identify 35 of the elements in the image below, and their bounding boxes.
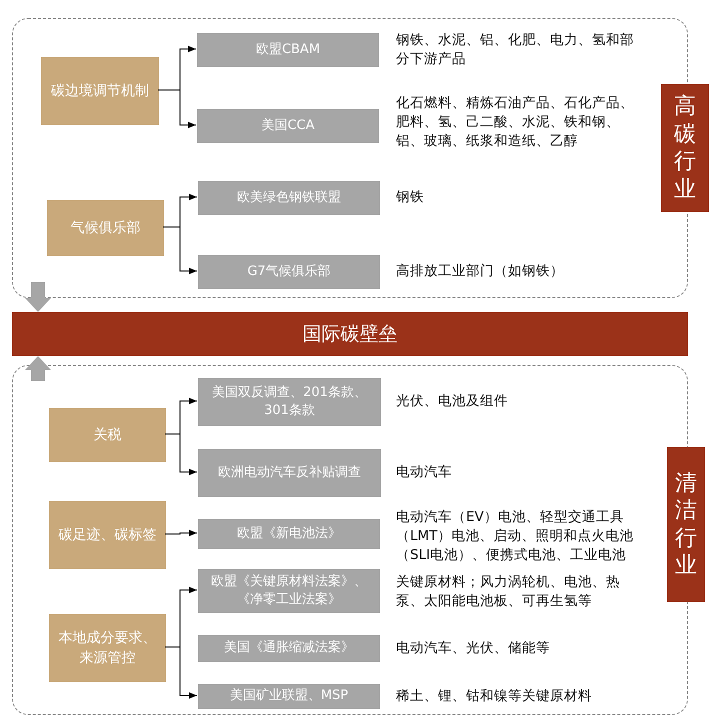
description-text: 钢铁、水泥、铝、化肥、电力、氢和部分下游产品 xyxy=(396,31,635,69)
arrow xyxy=(158,90,196,128)
title-banner: 国际碳壁垒 xyxy=(12,312,688,356)
category-box: 碳边境调节机制 xyxy=(41,57,159,125)
description-text: 电动汽车 xyxy=(396,463,453,482)
measure-box: 欧盟《新电池法》 xyxy=(198,519,380,549)
arrow xyxy=(164,434,198,476)
description-text: 稀土、锂、钴和镍等关键原材料 xyxy=(396,687,593,706)
measure-box: 美国《通胀缩减法案》 xyxy=(198,635,380,662)
measure-box: 欧盟CBAM xyxy=(197,33,379,67)
industry-label-box: 清洁行业 xyxy=(667,447,705,602)
measure-box: 欧洲电动汽车反补贴调查 xyxy=(198,449,381,497)
industry-label-box: 高碳行业 xyxy=(661,84,709,212)
category-box: 关税 xyxy=(49,408,166,462)
measure-box: 美国双反调查、201条款、301条款 xyxy=(198,378,381,426)
measure-box: 欧盟《关键原材料法案》、《净零工业法案》 xyxy=(198,569,380,613)
description-text: 光伏、电池及组件 xyxy=(396,392,509,411)
description-text: 化石燃料、精炼石油产品、石化产品、肥料、氢、己二酸、水泥、铁和钢、铝、玻璃、纸浆和造纸、乙醇 xyxy=(396,94,635,151)
block-arrow xyxy=(25,282,51,312)
measure-box: G7气候俱乐部 xyxy=(198,255,380,289)
measure-box: 美国矿业联盟、MSP xyxy=(198,684,380,709)
description-text: 钢铁 xyxy=(396,188,425,207)
category-box: 碳足迹、碳标签 xyxy=(49,501,166,569)
description-text: 电动汽车、光伏、储能等 xyxy=(396,639,551,658)
description-text: 电动汽车（EV）电池、轻型交通工具（LMT）电池、启动、照明和点火电池（SLI电池）、便携式电池、工业电池 xyxy=(396,508,634,565)
description-text: 关键原材料；风力涡轮机、电池、热泵、太阳能电池板、可再生氢等 xyxy=(396,573,621,611)
arrow xyxy=(164,646,198,699)
block-arrow xyxy=(25,356,51,381)
category-box: 气候俱乐部 xyxy=(47,200,164,256)
category-box: 本地成分要求、来源管控 xyxy=(49,614,166,682)
arrow xyxy=(164,530,198,536)
description-text: 高排放工业部门（如钢铁） xyxy=(396,262,565,281)
measure-box: 美国CCA xyxy=(197,109,379,143)
arrow xyxy=(162,226,198,274)
measure-box: 欧美绿色钢铁联盟 xyxy=(198,181,380,215)
